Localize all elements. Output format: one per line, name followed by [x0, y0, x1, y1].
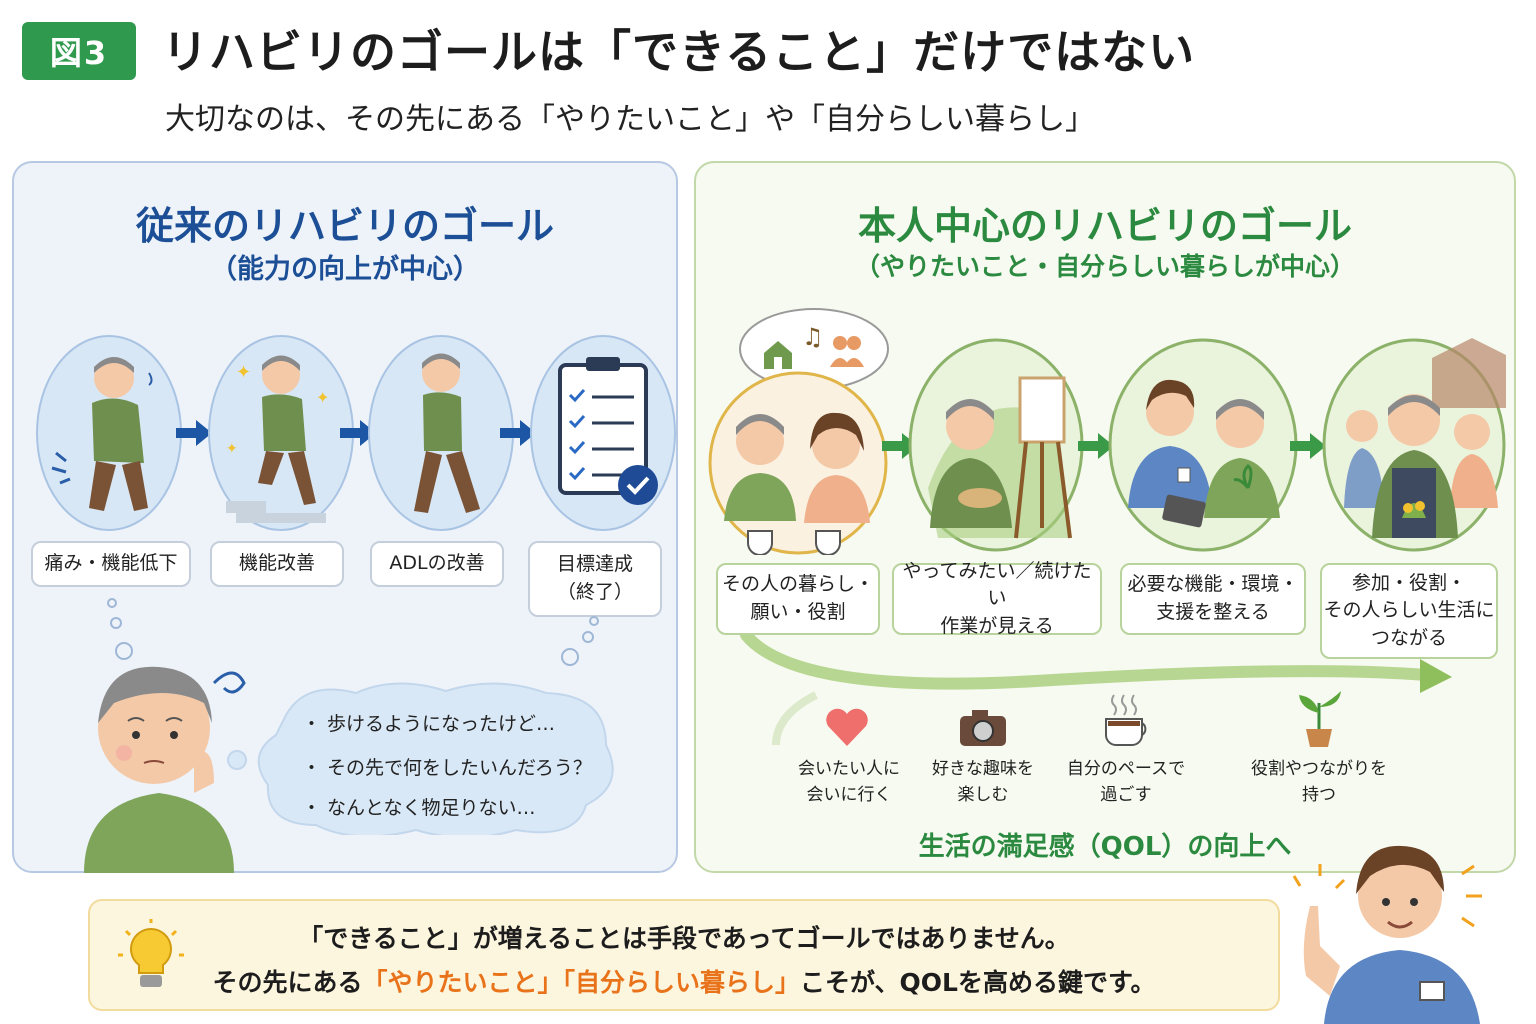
- community-participation-illustration: [1322, 338, 1506, 552]
- thought-dots-icon: [227, 750, 247, 770]
- person-centered-goal-panel: 本人中心のリハビリのゴール （やりたいこと・自分らしい暮らしが中心） ♫: [694, 161, 1516, 873]
- coffee-icon: [1105, 694, 1147, 746]
- step-label-support: 必要な機能・環境・支援を整える: [1120, 563, 1306, 635]
- conventional-goal-title: 従来のリハビリのゴール: [135, 204, 554, 248]
- step-arrow-icon: [1290, 433, 1326, 459]
- svg-text:✦: ✦: [316, 388, 329, 407]
- page-title: リハビリのゴールは「できること」だけではない: [162, 25, 1196, 79]
- walking-elder-illustration: [368, 335, 514, 531]
- conventional-goal-panel: 従来のリハビリのゴール （能力の向上が中心） ✦ ✦ ✦ 痛み・機能低下: [12, 161, 678, 873]
- step-label-adl: ADLの改善: [370, 541, 504, 587]
- step-arrow-icon: [1078, 433, 1114, 459]
- sprout-icon: [1299, 691, 1341, 747]
- thought-line: ・ なんとなく物足りない…: [302, 797, 536, 819]
- activity-own-pace: 自分のペースで過ごす: [1066, 759, 1186, 805]
- thought-line: ・ 歩けるようになったけど…: [302, 713, 556, 735]
- figure-badge: 図3: [22, 22, 136, 80]
- highlight-want-to-do: 「やりたいこと」: [362, 968, 563, 997]
- step-label-life-wishes: その人の暮らし・願い・役割: [716, 563, 880, 635]
- thought-cloud: [257, 682, 614, 835]
- activity-meet-people: 会いたい人に会いに行く: [798, 759, 900, 805]
- puzzled-elder-illustration: [84, 666, 246, 873]
- conversation-scene-illustration: [708, 371, 888, 555]
- therapist-consultation-illustration: [1108, 338, 1298, 552]
- step-label-goal-achieved: 目標達成（終了）: [528, 541, 662, 617]
- heart-icon: [826, 708, 868, 746]
- qol-improvement-label: 生活の満足感（QOL）の向上へ: [918, 832, 1292, 862]
- thought-line: ・ その先で何をしたいんだろう？: [302, 757, 592, 779]
- highlight-own-life: 「自分らしい暮らし」: [562, 968, 801, 997]
- step-label-pain: 痛み・機能低下: [31, 541, 191, 587]
- thought-dots-icon: [107, 598, 133, 660]
- step-label-occupation: やってみたい／続けたい作業が見える: [892, 560, 1102, 637]
- svg-text:✦: ✦: [226, 441, 238, 457]
- step-label-improvement: 機能改善: [210, 541, 344, 587]
- svg-text:♫: ♫: [802, 323, 824, 351]
- page-subtitle: 大切なのは、その先にある「やりたいこと」や「自分らしい暮らし」: [165, 102, 1095, 137]
- wish-thought-bubble: ♫: [739, 308, 889, 411]
- person-centered-goal-subtitle: （やりたいこと・自分らしい暮らしが中心）: [854, 252, 1355, 281]
- checklist-clipboard-illustration: [530, 335, 676, 531]
- pain-elder-illustration: [36, 335, 182, 531]
- person-centered-goal-title: 本人中心のリハビリのゴール: [857, 204, 1352, 248]
- step-arrow-icon: [340, 420, 376, 446]
- key-message-line2: その先にある「やりたいこと」「自分らしい暮らし」こそが、QOLを高める鍵です。: [212, 968, 1156, 997]
- therapist-pointing-illustration: [1292, 845, 1482, 1024]
- step-arrow-icon: [176, 420, 212, 446]
- key-message-box: 「できること」が増えることは手段であってゴールではありません。 その先にある「や…: [88, 899, 1280, 1011]
- lightbulb-icon: [118, 919, 184, 987]
- qol-flow-arrow: [740, 635, 1452, 745]
- stair-climb-illustration: ✦ ✦ ✦: [208, 335, 354, 531]
- svg-text:✦: ✦: [236, 362, 251, 383]
- thought-dots-icon: [561, 616, 599, 666]
- key-message-line1: 「できること」が増えることは手段であってゴールではありません。: [298, 924, 1070, 953]
- figure-label: 図3: [49, 34, 109, 72]
- painting-elder-illustration: [908, 338, 1084, 552]
- activity-roles-connections: 役割やつながりを持つ: [1251, 759, 1387, 805]
- activity-hobby: 好きな趣味を楽しむ: [932, 759, 1034, 805]
- step-arrow-icon: [500, 420, 536, 446]
- step-label-participation: 参加・役割・その人らしい生活につながる: [1320, 563, 1498, 659]
- conventional-goal-subtitle: （能力の向上が中心）: [210, 254, 480, 285]
- camera-icon: [960, 710, 1006, 746]
